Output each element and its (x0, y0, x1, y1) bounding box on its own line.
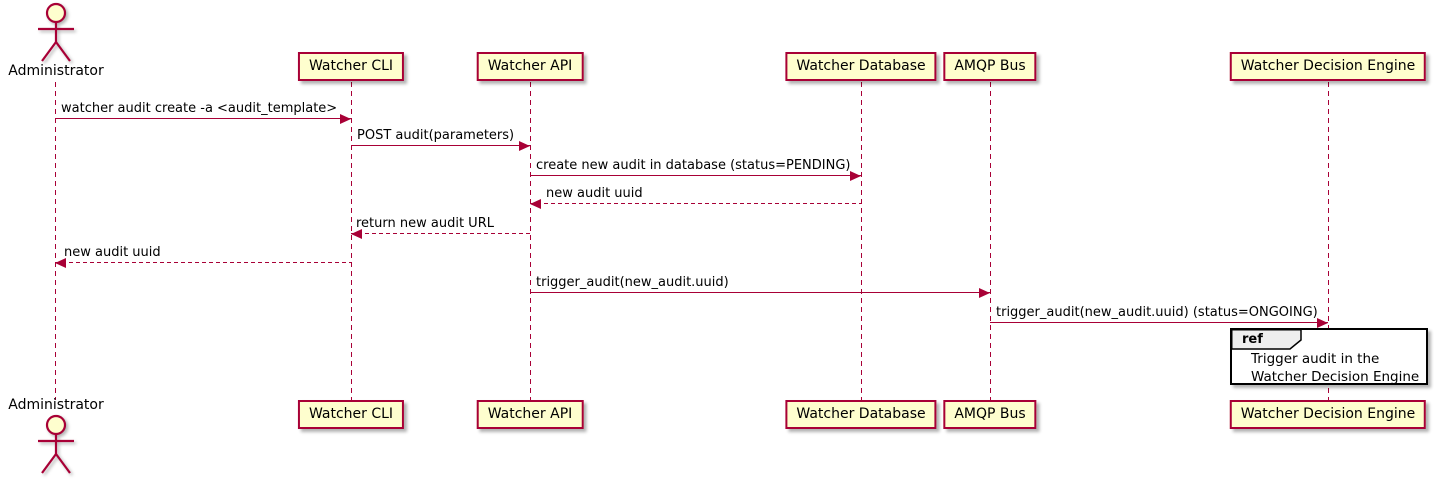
message-label: POST audit(parameters) (357, 128, 515, 143)
ref-header-shape (1231, 329, 1302, 350)
message-line (530, 292, 990, 294)
message-line (530, 175, 861, 177)
participant-watcher-cli-top: Watcher CLI (297, 52, 405, 81)
participant-watcher-decision-engine-top: Watcher Decision Engine (1229, 52, 1427, 81)
message-label: watcher audit create -a <audit_template> (61, 101, 338, 116)
ref-keyword: ref (1242, 332, 1263, 347)
ref-fragment: ref Trigger audit in the Watcher Decisio… (1230, 328, 1428, 385)
arrowhead-icon (55, 258, 66, 268)
actor-label-administrator-top: Administrator (8, 63, 104, 79)
arrowhead-icon (530, 199, 541, 209)
participant-watcher-api-top: Watcher API (476, 52, 584, 81)
message-label: trigger_audit(new_audit.uuid) (status=ON… (996, 305, 1318, 320)
message-label: new audit uuid (546, 186, 643, 201)
arrowhead-icon (340, 114, 351, 124)
message-label: return new audit URL (356, 216, 494, 231)
actor-label-administrator-bottom: Administrator (8, 397, 104, 413)
actor-administrator-bottom (33, 414, 79, 480)
message-line (351, 145, 530, 147)
message-line (530, 203, 861, 205)
message-line (55, 118, 351, 120)
message-label: trigger_audit(new_audit.uuid) (536, 275, 729, 290)
message-label: create new audit in database (status=PEN… (536, 158, 851, 173)
arrowhead-icon (351, 229, 362, 239)
participant-watcher-api-bottom: Watcher API (476, 400, 584, 429)
participant-watcher-database-top: Watcher Database (785, 52, 937, 81)
ref-body: Trigger audit in the Watcher Decision En… (1251, 350, 1419, 386)
ref-text-line: Trigger audit in the (1251, 351, 1380, 367)
actor-administrator-top (33, 2, 79, 68)
arrowhead-icon (979, 288, 990, 298)
message-line (351, 233, 530, 235)
lifeline-watcher-cli (351, 82, 352, 400)
participant-watcher-cli-bottom: Watcher CLI (297, 400, 405, 429)
ref-text-line: Watcher Decision Engine (1251, 369, 1420, 385)
actor-icon (38, 2, 74, 62)
participant-watcher-database-bottom: Watcher Database (785, 400, 937, 429)
participant-watcher-decision-engine-bottom: Watcher Decision Engine (1229, 400, 1427, 429)
arrowhead-icon (519, 141, 530, 151)
participant-amqp-bus-bottom: AMQP Bus (943, 400, 1037, 429)
lifeline-watcher-decision-engine (1328, 82, 1329, 400)
message-line (990, 322, 1328, 324)
arrowhead-icon (850, 171, 861, 181)
arrowhead-icon (1317, 318, 1328, 328)
lifeline-administrator (55, 82, 56, 400)
lifeline-watcher-api (530, 82, 531, 400)
lifeline-watcher-database (861, 82, 862, 400)
message-line (55, 262, 351, 264)
actor-icon (38, 414, 74, 474)
message-label: new audit uuid (64, 245, 161, 260)
lifeline-amqp-bus (990, 82, 991, 400)
participant-amqp-bus-top: AMQP Bus (943, 52, 1037, 81)
